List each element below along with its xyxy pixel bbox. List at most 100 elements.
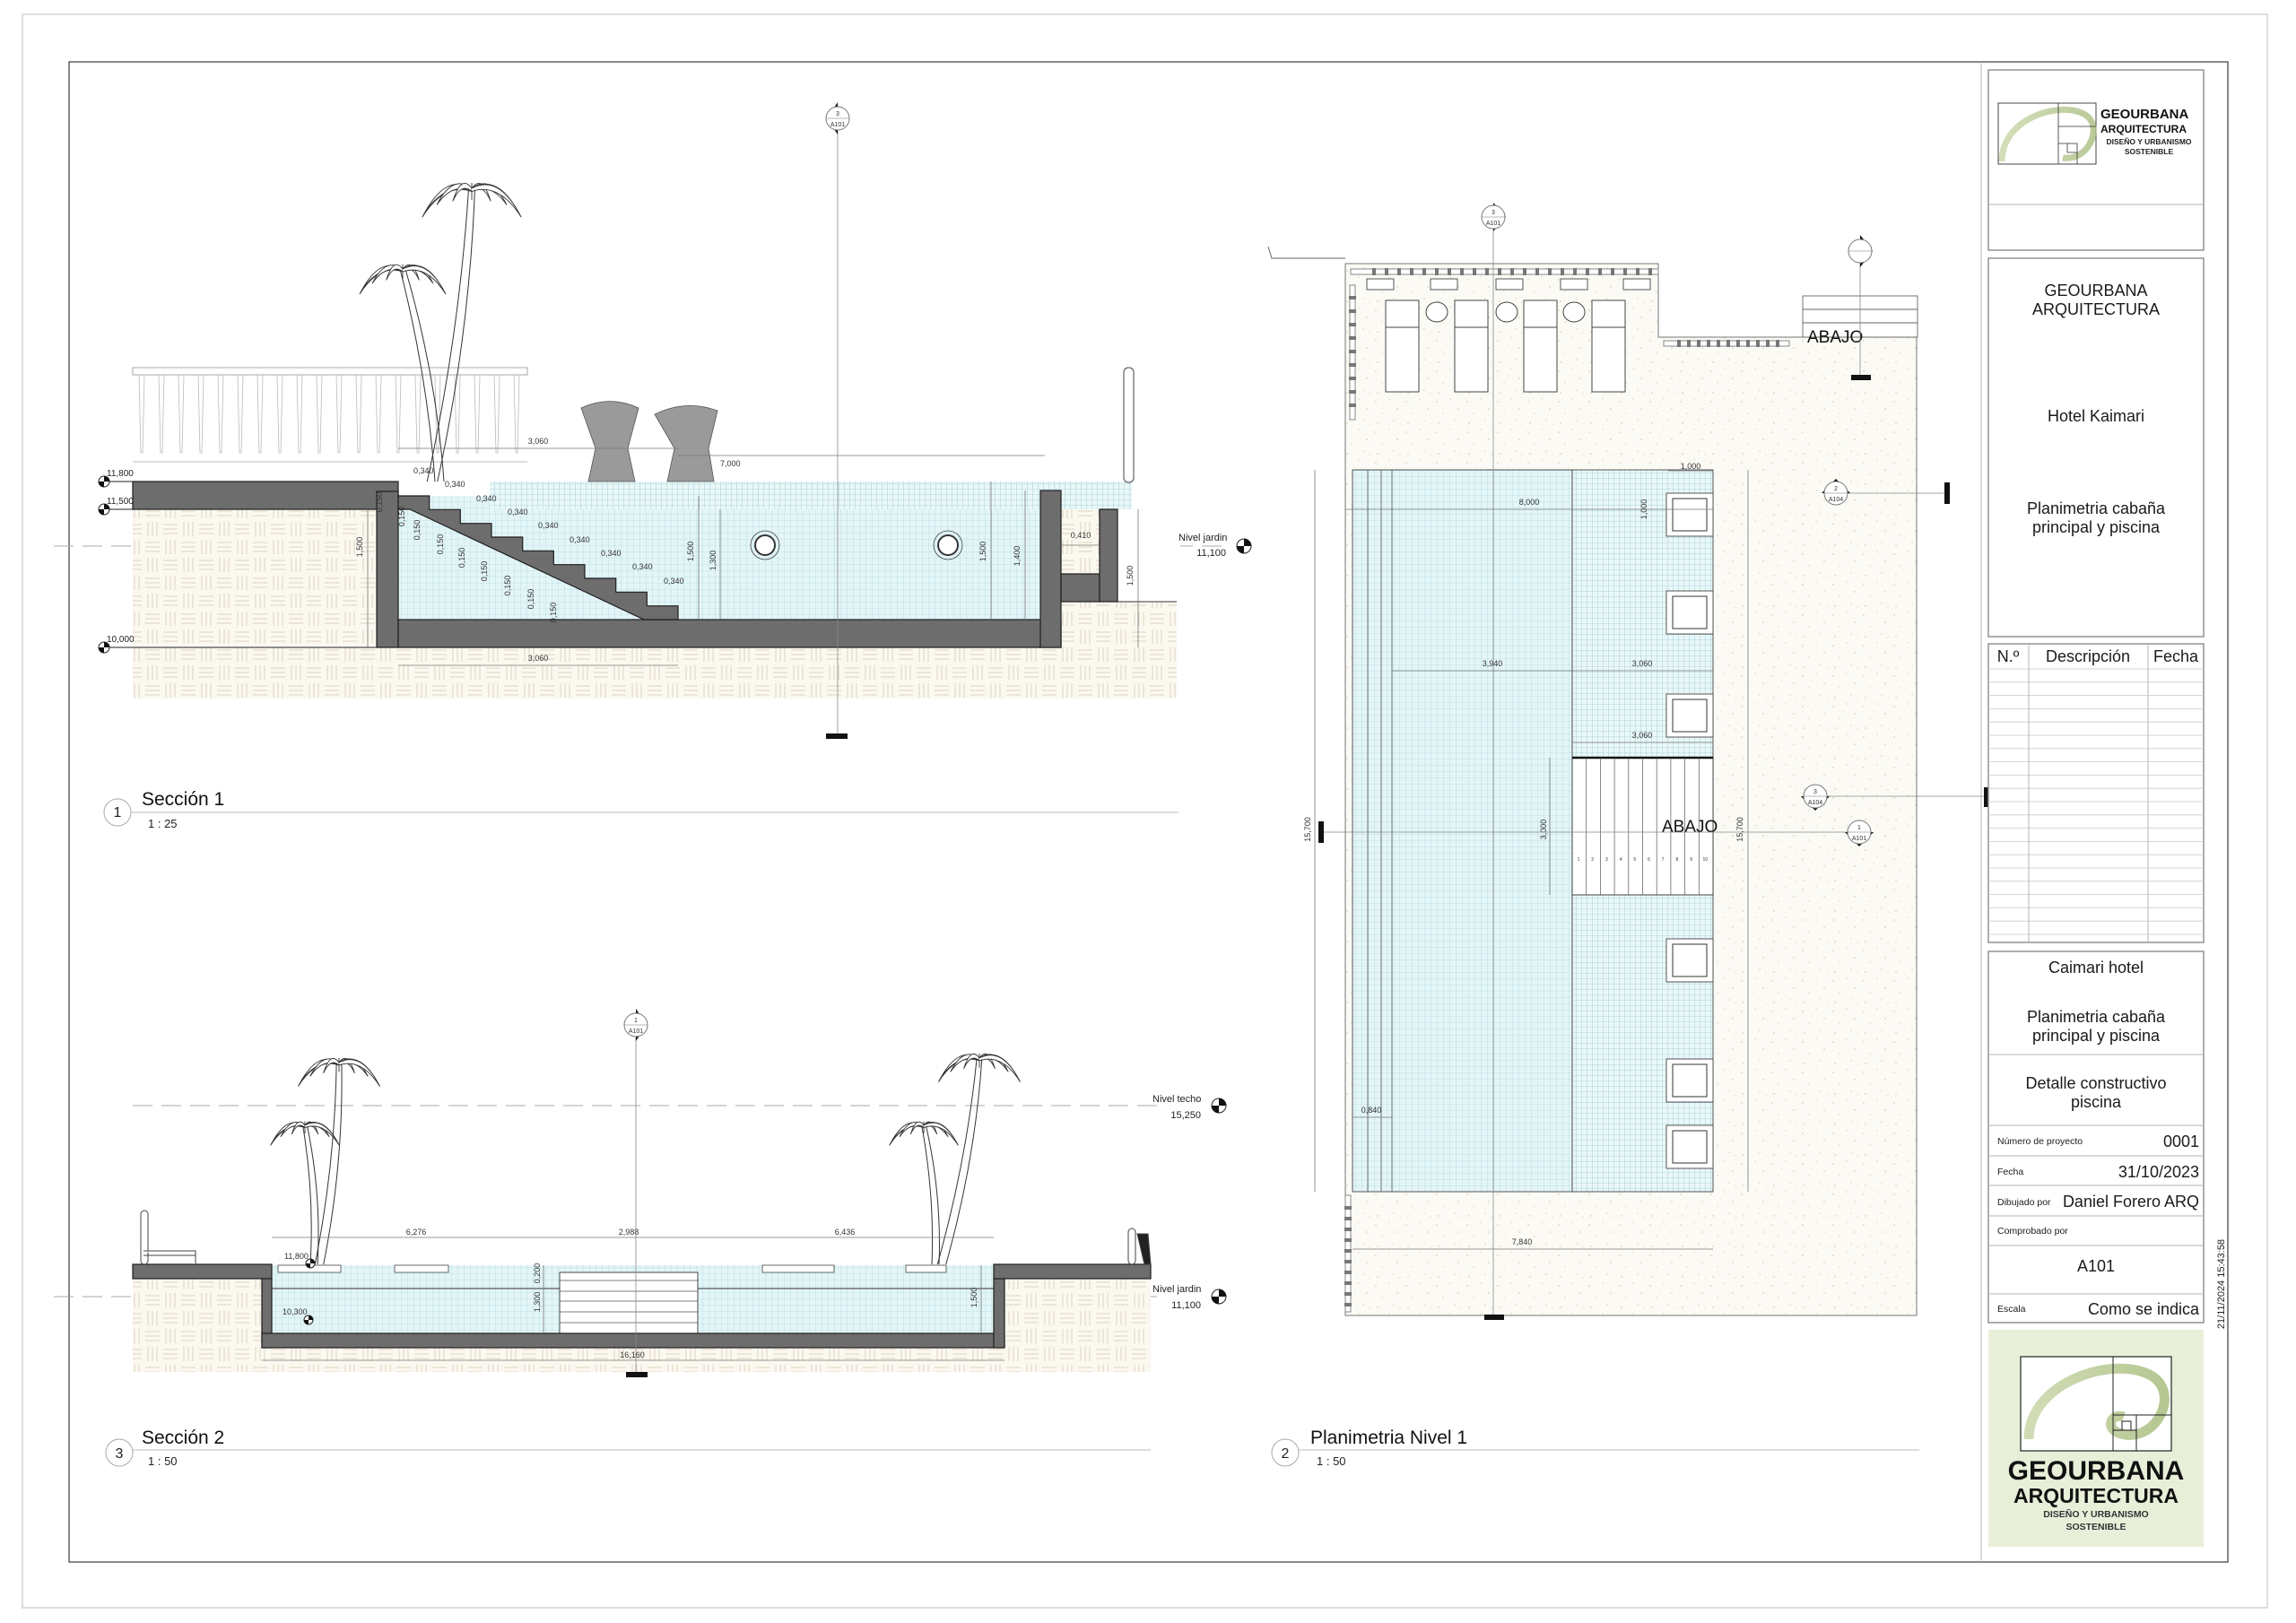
baluster xyxy=(1344,1292,1352,1296)
dim-label: 7,840 xyxy=(1512,1237,1533,1246)
dim-label: 3,060 xyxy=(528,654,549,663)
dim-label: 0,340 xyxy=(538,521,559,530)
logo-sub: ARQUITECTURA xyxy=(2100,123,2187,135)
marker-sheet: A101 xyxy=(1486,221,1500,227)
dim-label: 0,150 xyxy=(503,576,512,596)
dim-label: 1,300 xyxy=(709,551,718,571)
company-name: ARQUITECTURA xyxy=(2032,300,2160,318)
pool-drain xyxy=(750,530,780,560)
dim-label: 1,000 xyxy=(1681,462,1701,471)
dim-label: 3,060 xyxy=(1632,659,1653,668)
baluster xyxy=(197,374,204,454)
dimension-lines xyxy=(367,447,1139,666)
revision-table: N.º Descripción Fecha xyxy=(1987,643,2205,943)
baluster xyxy=(1598,268,1602,275)
baluster xyxy=(1460,268,1464,275)
roof-level-value: 15,250 xyxy=(1170,1110,1201,1121)
planter xyxy=(1430,278,1458,291)
drain-grate xyxy=(1672,1063,1708,1098)
baluster xyxy=(158,374,165,454)
logo-tag: DISEÑO Y URBANISMO xyxy=(2106,137,2191,146)
level-marker-symbol xyxy=(98,641,377,654)
revision-header: N.º xyxy=(1997,647,2020,665)
baluster xyxy=(434,374,441,454)
palm-trees xyxy=(359,182,522,482)
baluster xyxy=(1717,340,1720,347)
deck-slab-right xyxy=(993,1263,1152,1280)
dimension-lines xyxy=(1314,470,1749,1250)
drawing-frame xyxy=(68,61,2229,1563)
dim-label: 15,700 xyxy=(1303,817,1312,842)
baluster xyxy=(1397,268,1401,275)
dim-label: 2,988 xyxy=(619,1228,639,1237)
dim-label: 0,150 xyxy=(526,589,535,610)
logo-name: GEOURBANA xyxy=(2008,1456,2185,1486)
logo-tag: SOSTENIBLE xyxy=(2066,1522,2126,1532)
baluster xyxy=(1344,1303,1352,1306)
logo-name: GEOURBANA xyxy=(2100,107,2189,122)
dim-label: 0,150 xyxy=(549,603,558,623)
baluster xyxy=(1586,268,1589,275)
dim-label: 1,300 xyxy=(533,1292,542,1313)
dim-label: 0,150 xyxy=(480,561,489,582)
baluster xyxy=(1344,1238,1352,1242)
section-marker-blank xyxy=(1848,235,1873,267)
dim-label: 0,340 xyxy=(632,562,653,571)
sun-lounger xyxy=(1454,299,1489,393)
dim-label: 0,410 xyxy=(1071,531,1091,540)
section-marker: 1 A101 xyxy=(623,1009,648,1377)
project-number-value: 0001 xyxy=(2163,1133,2199,1150)
baluster xyxy=(1344,1249,1352,1253)
baluster xyxy=(1485,268,1489,275)
baluster xyxy=(1344,1228,1352,1231)
company-logo-large: GEOURBANA ARQUITECTURA DISEÑO Y URBANISM… xyxy=(1988,1330,2204,1547)
baluster xyxy=(1535,268,1539,275)
marker-sheet: A101 xyxy=(1852,836,1866,842)
baluster xyxy=(375,374,382,454)
project-box xyxy=(1987,257,2205,638)
dim-label: 1,500 xyxy=(355,537,364,558)
marker-sheet: A101 xyxy=(629,1028,643,1035)
marker-number: 3 xyxy=(836,111,839,117)
dim-label: 0,150 xyxy=(436,534,445,555)
scale-label: Escala xyxy=(1997,1304,2026,1315)
info-sheet-title: Planimetria cabaña xyxy=(2027,1008,2166,1026)
handrail xyxy=(140,1210,1152,1265)
sun-lounger xyxy=(1385,299,1420,393)
revision-header: Fecha xyxy=(2153,647,2199,665)
palm-tree xyxy=(270,1121,340,1265)
marker-sheet: A104 xyxy=(1808,800,1822,806)
sheet-number: A101 xyxy=(2077,1257,2115,1275)
wicker-chair xyxy=(580,401,639,482)
baluster xyxy=(493,374,500,454)
dim-label: 8,000 xyxy=(1519,498,1540,507)
baluster xyxy=(1349,404,1356,407)
level-marker-symbol xyxy=(303,1315,314,1325)
view-title-section-2: 3 Sección 2 1 : 50 xyxy=(105,1428,1151,1468)
baluster xyxy=(1349,309,1356,313)
view-number: 2 xyxy=(1282,1446,1290,1462)
drawn-by-value: Daniel Forero ARQ xyxy=(2063,1193,2199,1211)
planter-base xyxy=(1060,573,1100,603)
baluster xyxy=(1766,340,1770,347)
railing xyxy=(1350,268,1659,275)
baluster xyxy=(1736,340,1740,347)
level-markers: Nivel techo 15,250 Nivel jardin 11,100 xyxy=(1152,1094,1227,1311)
top-step-gap xyxy=(398,482,490,496)
baluster xyxy=(1561,268,1564,275)
baluster xyxy=(1349,363,1356,367)
baluster xyxy=(1648,268,1652,275)
section-marker: 2 A104 xyxy=(1822,479,1850,506)
dim-label: 7,000 xyxy=(720,459,741,468)
sheet-info: Caimari hotel Planimetria cabaña princip… xyxy=(1987,950,2205,1324)
baluster xyxy=(296,374,303,454)
baluster xyxy=(1344,1217,1352,1220)
drain-grate xyxy=(1672,595,1708,629)
sheet-name: principal y piscina xyxy=(2032,518,2161,536)
baluster xyxy=(1473,268,1476,275)
dim-label: 3,060 xyxy=(1632,731,1653,740)
baluster xyxy=(1349,296,1356,299)
view-title-section-1: 1 Sección 1 1 : 25 xyxy=(103,789,1178,830)
baluster xyxy=(1697,340,1700,347)
level-markers: 11,800 11,500 10,000 Nivel jardin 11,100 xyxy=(98,469,1252,654)
